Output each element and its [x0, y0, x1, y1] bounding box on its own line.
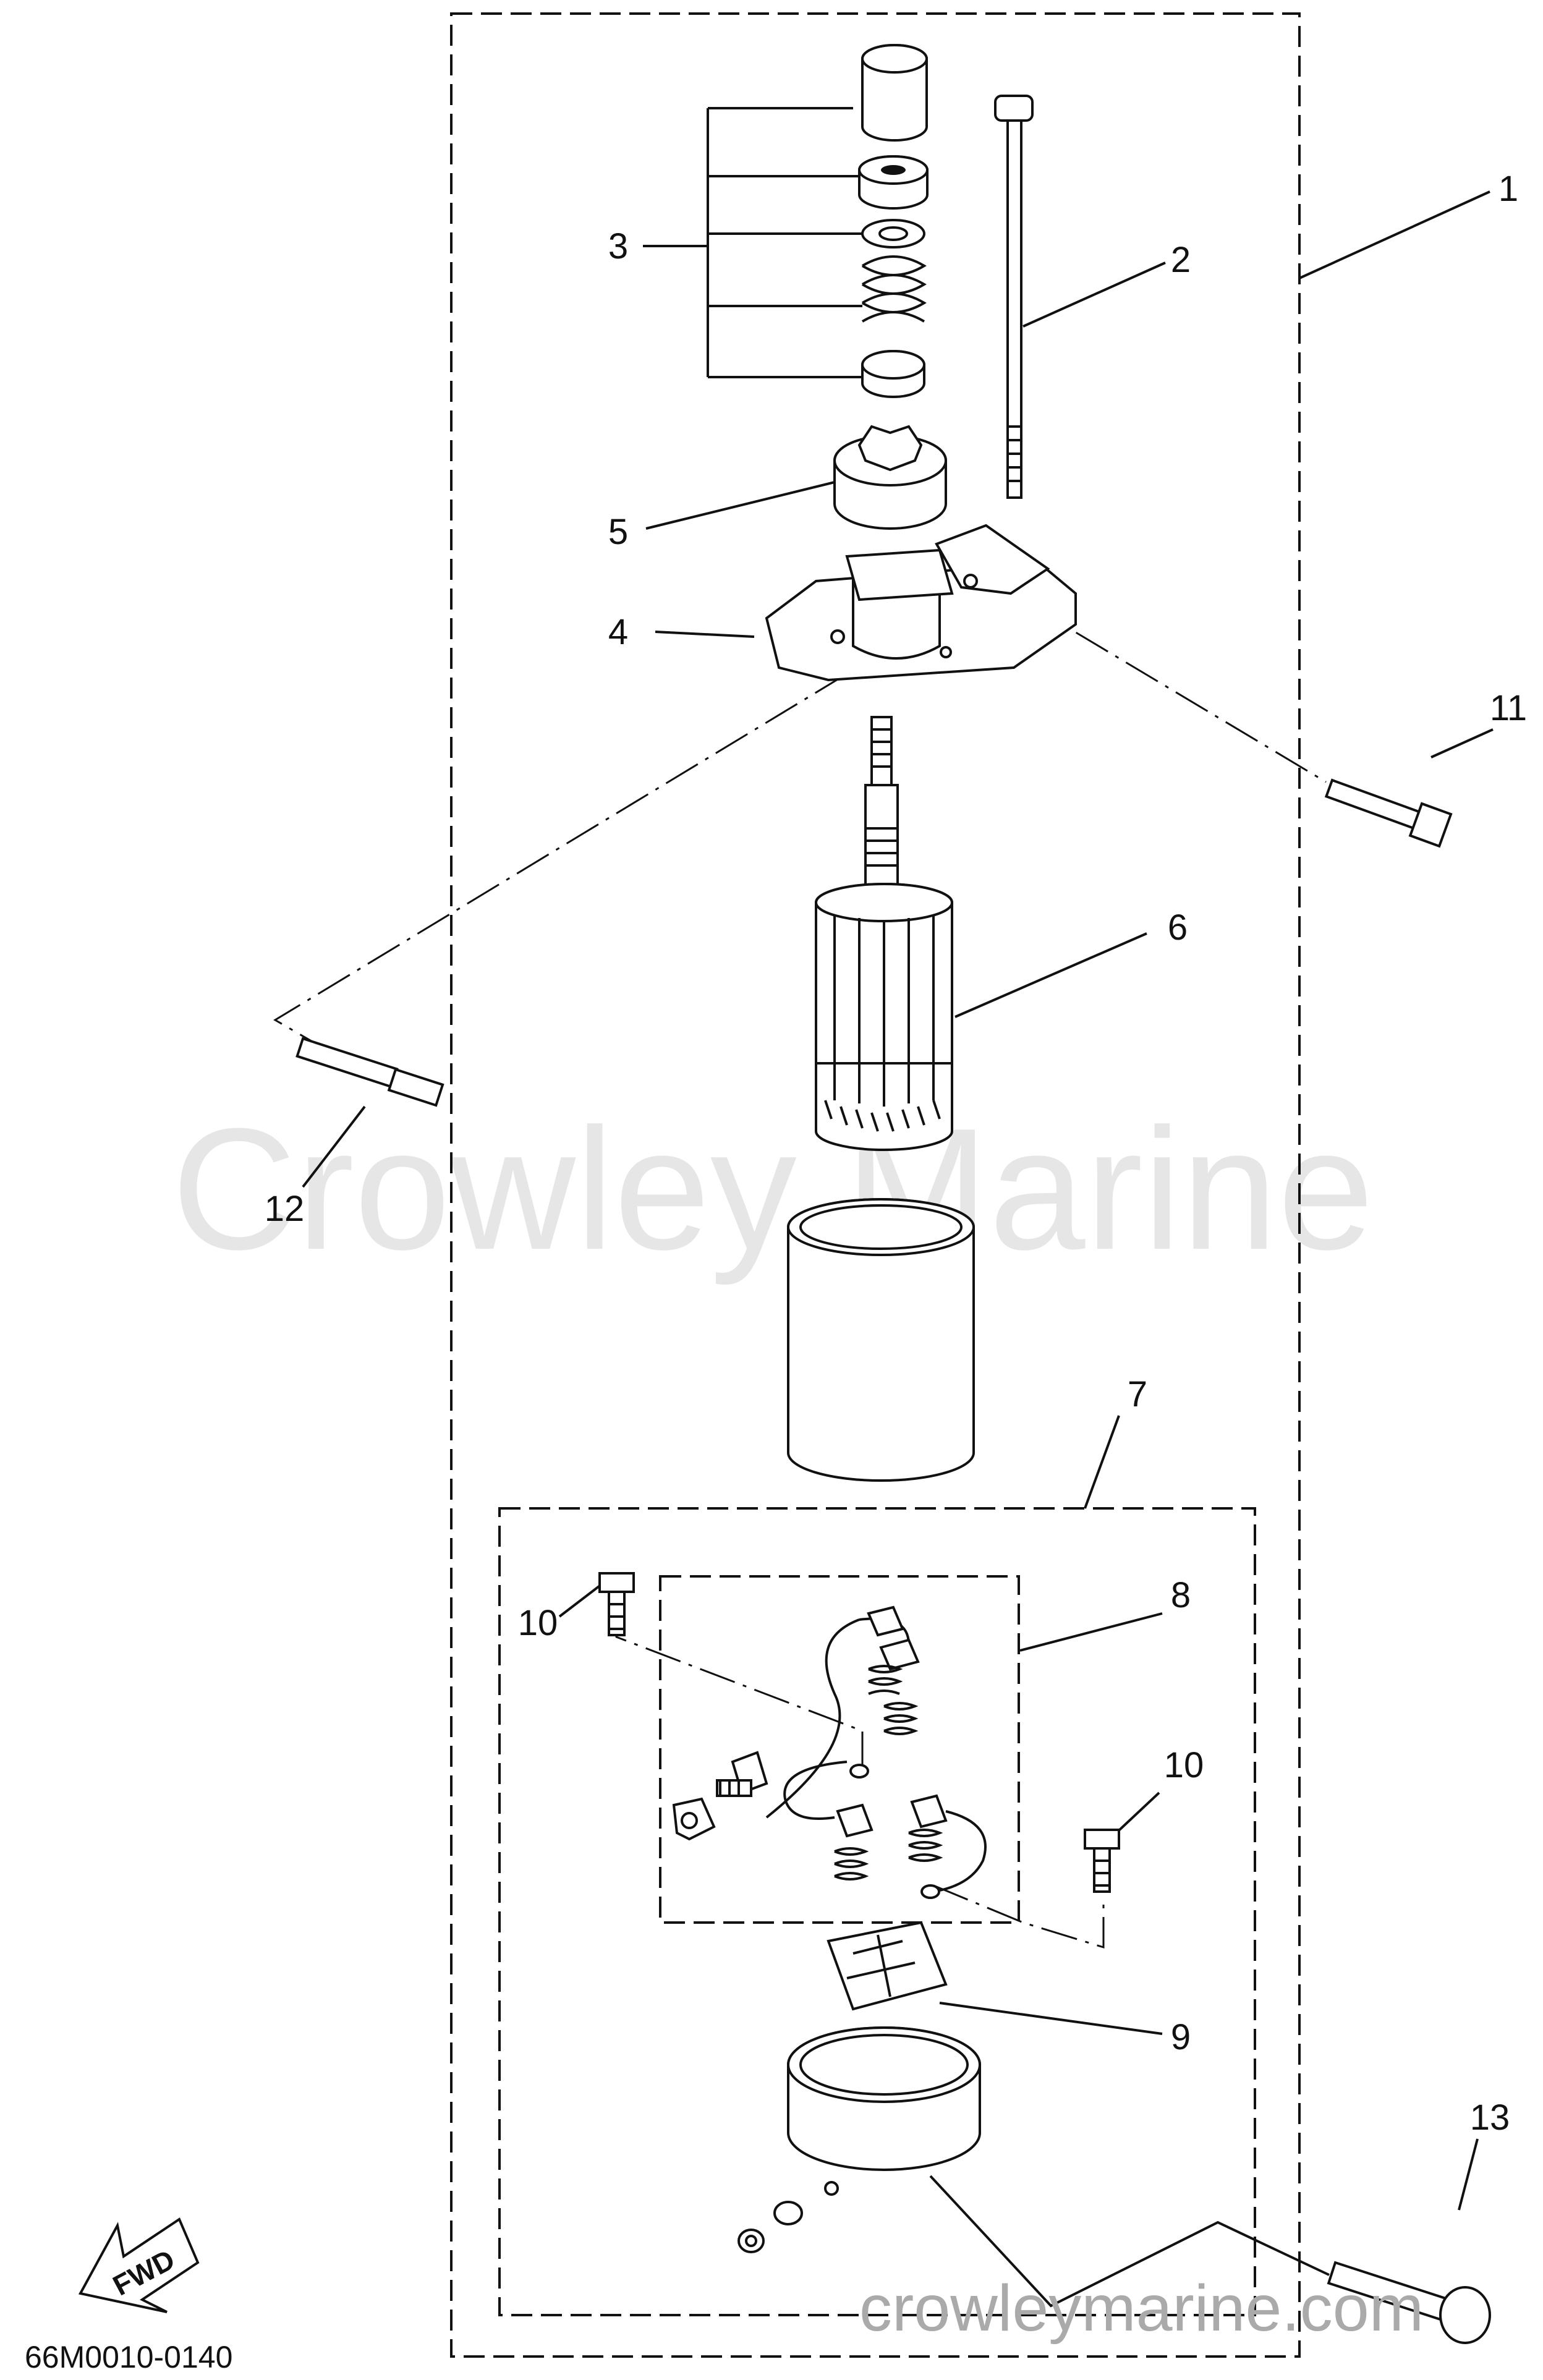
callout-4: 4: [608, 612, 628, 652]
part-screw-upper: [598, 1572, 635, 1636]
part-rear-cover: [737, 2026, 981, 2253]
part-bolt-13: [1327, 2261, 1491, 2344]
callout-5: 5: [608, 512, 628, 552]
part-through-bolt: [994, 95, 1034, 499]
assembly-boundary-8: [659, 1575, 1020, 1924]
callout-6: 6: [1168, 907, 1188, 948]
part-brush-set: [672, 1605, 987, 1899]
callout-13: 13: [1470, 2097, 1510, 2138]
part-screw-lower: [1084, 1829, 1120, 1893]
watermark-main: Crowley Marine: [172, 1093, 1374, 1286]
callout-10a: 10: [518, 1603, 558, 1643]
assembly-boundary-outer: [450, 12, 1301, 2358]
part-brush-holder: [827, 1921, 948, 2011]
callout-9: 9: [1171, 2017, 1191, 2057]
part-armature: [815, 716, 953, 1151]
part-code: 66M0010-0140: [25, 2340, 232, 2374]
part-bolt-11: [1324, 778, 1453, 848]
part-front-bracket: [765, 524, 1077, 682]
part-stud-12: [295, 1037, 444, 1107]
callout-7: 7: [1128, 1374, 1147, 1414]
part-pinion-stack: [858, 44, 929, 398]
callout-2: 2: [1171, 240, 1191, 280]
callout-10b: 10: [1164, 1745, 1204, 1785]
part-yoke-housing: [787, 1198, 975, 1482]
part-pinion-gear: [833, 425, 947, 530]
fwd-arrow-icon: FWD: [78, 2217, 200, 2313]
leader-lines: [273, 107, 1494, 2308]
callout-8: 8: [1171, 1575, 1191, 1615]
callout-12: 12: [265, 1189, 305, 1229]
callout-11: 11: [1490, 688, 1527, 728]
callout-3: 3: [608, 226, 628, 266]
callout-1: 1: [1498, 169, 1518, 209]
assembly-boundary-7: [498, 1507, 1256, 2316]
watermark-footer: crowleymarine.com: [859, 2272, 1424, 2345]
